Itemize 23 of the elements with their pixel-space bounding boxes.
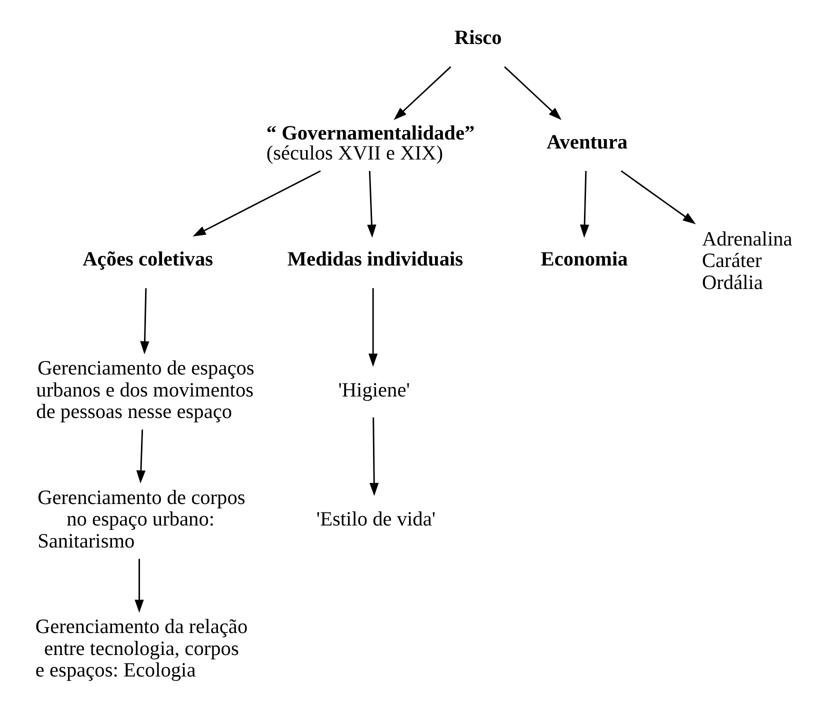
arrow — [620, 170, 696, 224]
node-text: “ Governamentalidade” (séculos XVII e XIX) — [266, 122, 474, 165]
node-text: Medidas individuais — [286, 248, 463, 271]
arrow — [192, 170, 320, 237]
arrow — [136, 430, 145, 484]
arrow — [579, 170, 589, 238]
node-text: Adrenalina Caráter Ordália — [701, 228, 792, 294]
node-text: Risco — [454, 27, 502, 50]
node-text: 'Estilo de vida' — [316, 508, 436, 531]
arrow — [368, 288, 378, 367]
arrow — [140, 288, 149, 354]
arrow — [369, 417, 378, 496]
arrow — [504, 66, 562, 120]
node-text: Economia — [540, 248, 628, 271]
arrow — [134, 558, 144, 613]
node-text: Gerenciamento de corpos no espaço urbano: Sanitarismo — [37, 486, 245, 552]
node-text: Aventura — [546, 132, 628, 154]
node-text: Ações coletivas — [82, 248, 213, 271]
node-text: 'Higiene' — [338, 379, 410, 402]
arrow — [393, 66, 451, 120]
node-text: Gerenciamento de espaços urbanos e dos movimentos de pessoas nesse espaço — [36, 358, 254, 424]
arrow — [366, 170, 376, 238]
node-text: Gerenciamento da relação entre tecnologia, corpos e espaços: Ecologia — [34, 616, 248, 682]
